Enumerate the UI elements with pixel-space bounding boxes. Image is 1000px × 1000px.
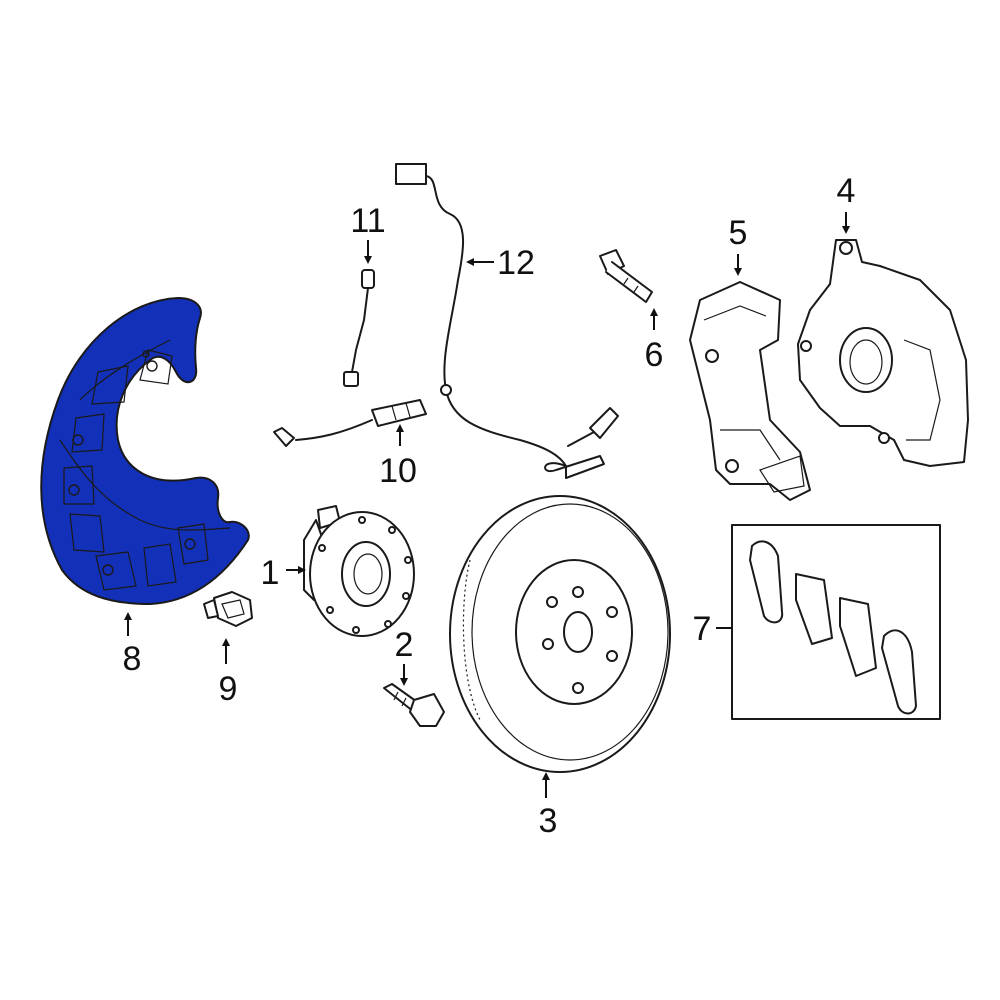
part-1-wheel-hub[interactable] — [303, 505, 415, 637]
part-5-caliper-bracket[interactable] — [689, 281, 811, 501]
callout-6: 6 — [645, 336, 664, 374]
callout-1: 1 — [261, 554, 280, 592]
part-8-splash-shield[interactable] — [40, 297, 250, 605]
part-12-abs-sensor-harness[interactable] — [395, 163, 619, 479]
part-9-shield-bolt[interactable] — [203, 591, 253, 627]
callout-10: 10 — [379, 452, 417, 490]
part-2-hub-bolt[interactable] — [383, 683, 445, 727]
splash-shield-body[interactable] — [40, 297, 250, 605]
part-7-brake-pad-set[interactable] — [731, 524, 941, 720]
callout-5: 5 — [729, 214, 748, 252]
callout-2: 2 — [395, 626, 414, 664]
part-6-caliper-bolt[interactable] — [599, 249, 653, 303]
part-3-brake-rotor[interactable] — [449, 495, 671, 773]
part-10-wear-sensor[interactable] — [273, 399, 427, 447]
callout-7: 7 — [693, 610, 712, 648]
callout-9: 9 — [219, 670, 238, 708]
callout-8: 8 — [123, 640, 142, 678]
callout-12: 12 — [497, 244, 535, 282]
callout-4: 4 — [837, 172, 856, 210]
part-4-caliper[interactable] — [797, 239, 969, 467]
callout-11: 11 — [350, 202, 385, 240]
callout-leaders — [124, 212, 850, 798]
callout-labels: 1 2 3 4 5 6 7 8 9 10 11 12 — [123, 172, 856, 840]
callout-3: 3 — [539, 802, 558, 840]
part-11-wear-sensor[interactable] — [343, 269, 375, 387]
